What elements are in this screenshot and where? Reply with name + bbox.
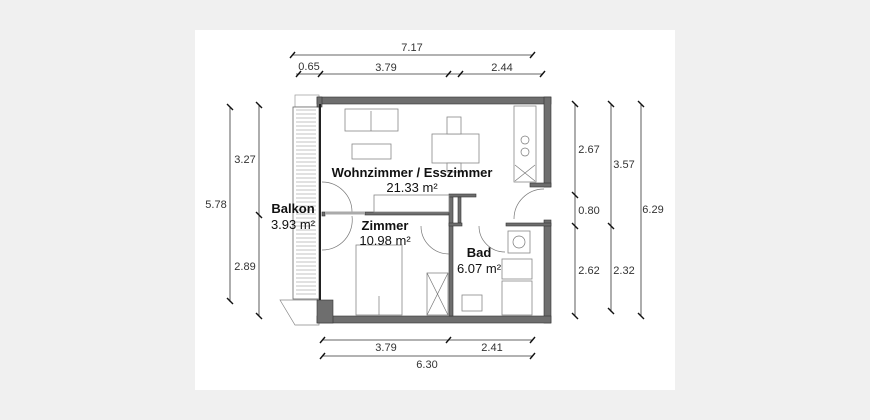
sideboard [373,194,450,213]
room-area-bad: 6.07 m² [457,261,502,276]
dim-left-2: 2.89 [234,261,255,273]
dim-top-1: 0.65 [298,61,319,73]
coffee-table [351,143,392,160]
dining-table [431,133,480,164]
dim-right-mid-2: 2.32 [613,265,634,277]
toilet [501,258,533,280]
dimension-lines [226,51,645,360]
sofa [344,108,399,132]
dim-bottom-total: 6.30 [416,359,437,371]
dimension-labels: 7.17 0.65 3.79 2.44 5.78 3.27 2.89 2.67 … [205,42,663,371]
dim-right-2: 0.80 [578,205,599,217]
dim-left-1: 3.27 [234,154,255,166]
room-area-balkon: 3.93 m² [271,217,316,232]
walls [316,96,552,324]
furniture [344,105,537,316]
dim-right-1: 2.67 [578,144,599,156]
dim-right-mid-1: 3.57 [613,159,634,171]
room-name-wohnzimmer: Wohnzimmer / Esszimmer [332,165,493,180]
dim-top-total: 7.17 [401,42,422,54]
room-area-wohnzimmer: 21.33 m² [386,180,438,195]
room-area-zimmer: 10.98 m² [359,233,411,248]
shower [501,280,533,316]
dim-bottom-2: 2.41 [481,342,502,354]
sink [461,294,483,312]
balcony [279,94,320,326]
dim-left-total: 5.78 [205,199,226,211]
room-name-zimmer: Zimmer [362,218,409,233]
dim-bottom-1: 3.79 [375,342,396,354]
room-name-balkon: Balkon [271,201,314,216]
dim-top-2: 3.79 [375,62,396,74]
dim-top-3: 2.44 [491,62,512,74]
dim-right-3: 2.62 [578,265,599,277]
room-name-bad: Bad [467,245,492,260]
doors [321,181,545,255]
room-labels: Wohnzimmer / Esszimmer 21.33 m² Balkon 3… [271,165,502,276]
washing-machine [507,230,531,254]
dim-right-total: 6.29 [642,204,663,216]
